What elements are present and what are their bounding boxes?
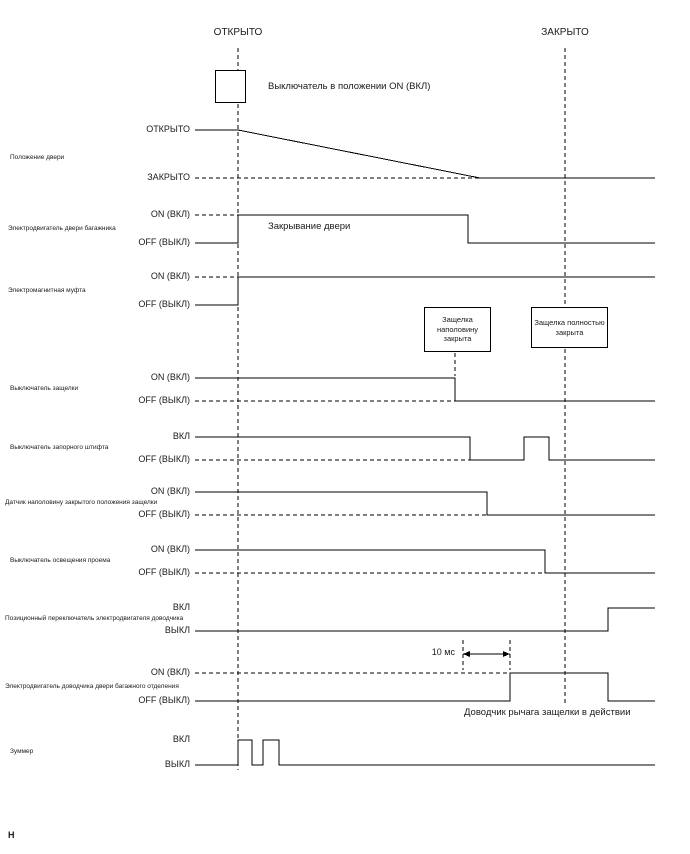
signal-2-waveform	[195, 276, 655, 306]
marker-closed-label: ЗАКРЫТО	[541, 27, 589, 38]
annotation-closer-action: Доводчик рычага защелки в действии	[464, 707, 631, 718]
signal-8-waveform	[195, 672, 655, 702]
marker-open-label: ОТКРЫТО	[213, 27, 263, 38]
signal-6-waveform	[195, 549, 655, 574]
switch-state-label: Выключатель в положении ON (ВКЛ)	[268, 81, 431, 92]
callout-latch-fully-closed: Защелка полностью закрыта	[531, 307, 608, 348]
signal-4-waveform	[195, 436, 655, 461]
annotation-door-closing: Закрывание двери	[268, 221, 351, 232]
dimension-label: 10 мс	[431, 647, 455, 657]
signal-9-waveform	[195, 739, 655, 766]
signal-7-waveform	[195, 607, 655, 632]
dimension-arrowhead-left	[463, 651, 470, 657]
signal-5-waveform	[195, 491, 655, 516]
signal-1-waveform	[195, 214, 655, 244]
switch-state-box	[215, 70, 246, 103]
callout-latch-half-closed: Защелка наполовину закрыта	[424, 307, 491, 352]
signal-3-waveform	[195, 377, 655, 402]
signal-0-waveform	[195, 129, 655, 179]
dimension-arrowhead-right	[503, 651, 510, 657]
page-letter: Н	[8, 830, 15, 840]
